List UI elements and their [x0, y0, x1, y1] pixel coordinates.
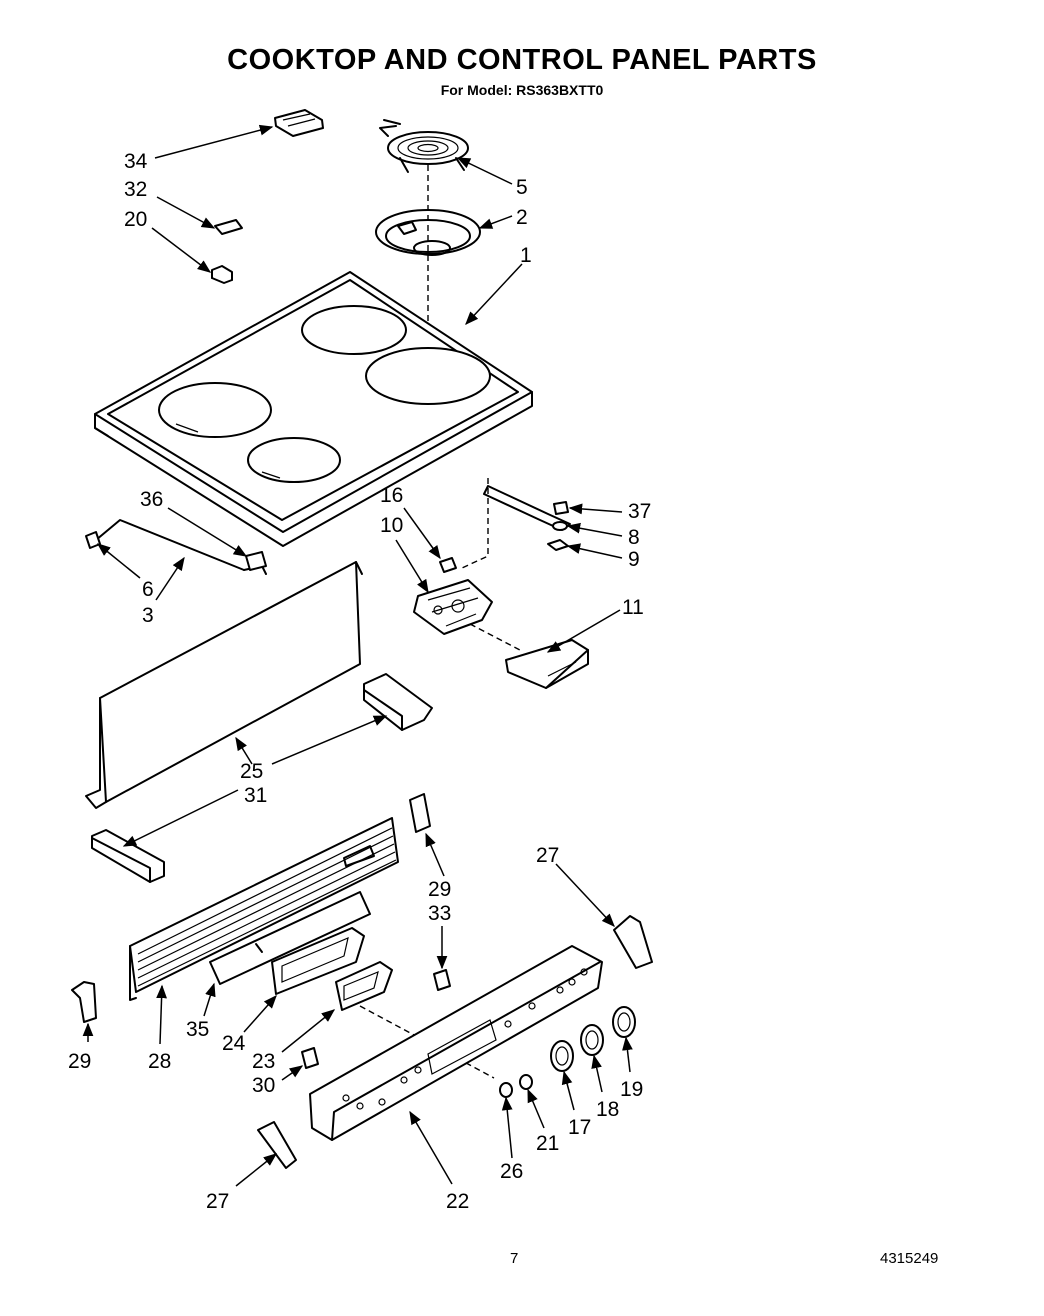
assembly-line-console: [359, 1005, 495, 1079]
callout-1: 1: [520, 244, 532, 267]
callout-29-upper: 29: [428, 878, 451, 901]
knob-18: [580, 1024, 604, 1056]
page-title: COOKTOP AND CONTROL PANEL PARTS: [227, 44, 817, 76]
knob-26: [499, 1082, 513, 1098]
callout-33: 33: [428, 902, 451, 925]
callout-27-left: 27: [206, 1190, 229, 1213]
wiring-harness-3: [85, 519, 267, 575]
callout-24: 24: [222, 1032, 246, 1055]
bracket-31-lower: [91, 829, 165, 883]
callout-6: 6: [142, 578, 154, 601]
callout-34: 34: [124, 150, 148, 173]
assembly-line-switch: [461, 478, 489, 569]
callout-16: 16: [380, 484, 403, 507]
callout-35: 35: [186, 1018, 209, 1041]
knob-21: [519, 1074, 533, 1090]
page-number: 7: [510, 1250, 519, 1267]
callout-22: 22: [446, 1190, 469, 1213]
callout-2: 2: [516, 206, 528, 229]
bracket-32: [214, 219, 243, 235]
callout-29-lower: 29: [68, 1050, 91, 1073]
display-housing-24: [271, 927, 365, 995]
rear-panel-25: [85, 561, 363, 809]
callout-31: 31: [244, 784, 267, 807]
callout-labels: 34 32 20 5 2 1 36 6 3 16 10 37 8 9 11 25…: [68, 150, 651, 1213]
callout-21: 21: [536, 1132, 559, 1155]
callout-9: 9: [628, 548, 640, 571]
callout-26: 26: [500, 1160, 523, 1183]
support-29-lower: [71, 981, 97, 1023]
display-lens-23: [335, 961, 393, 1011]
end-cap-27-right: [613, 915, 653, 969]
bracket-35: [209, 891, 371, 985]
callout-32: 32: [124, 178, 147, 201]
assembly-line-bracket: [469, 623, 521, 651]
document-number: 4315249: [880, 1250, 939, 1267]
bracket-37-8-9: [483, 485, 571, 551]
clip-36: [245, 551, 267, 571]
leader-arrows: [82, 124, 633, 1187]
bracket-31-upper: [363, 673, 433, 731]
callout-27-right: 27: [536, 844, 559, 867]
callout-37: 37: [628, 500, 651, 523]
callout-20: 20: [124, 208, 147, 231]
callout-25: 25: [240, 760, 263, 783]
support-29-upper: [409, 793, 431, 833]
callout-8: 8: [628, 526, 640, 549]
knob-19: [612, 1006, 636, 1038]
callout-28: 28: [148, 1050, 171, 1073]
callout-36: 36: [140, 488, 163, 511]
callout-17: 17: [568, 1116, 591, 1139]
terminal-block-34: [274, 109, 324, 137]
end-cap-27-left: [257, 1121, 297, 1169]
switch-33: [433, 969, 451, 991]
vent-grille-28: [129, 817, 399, 1001]
callout-18: 18: [596, 1098, 619, 1121]
control-panel-22: [309, 945, 603, 1141]
cooktop-1: [94, 271, 533, 547]
callout-3: 3: [142, 604, 154, 627]
callout-10: 10: [380, 514, 403, 537]
mounting-bracket-11: [505, 639, 589, 689]
callout-5: 5: [516, 176, 528, 199]
surface-element-5: [379, 119, 469, 173]
switch-16: [439, 557, 457, 573]
callout-23: 23: [252, 1050, 275, 1073]
callout-30: 30: [252, 1074, 275, 1097]
control-switch-10: [413, 579, 493, 635]
switch-30: [301, 1047, 319, 1069]
model-subtitle: For Model: RS363BXTT0: [440, 82, 604, 98]
knob-17: [550, 1040, 574, 1072]
clip-20: [211, 265, 233, 284]
callout-11: 11: [622, 596, 644, 619]
callout-19: 19: [620, 1078, 643, 1101]
